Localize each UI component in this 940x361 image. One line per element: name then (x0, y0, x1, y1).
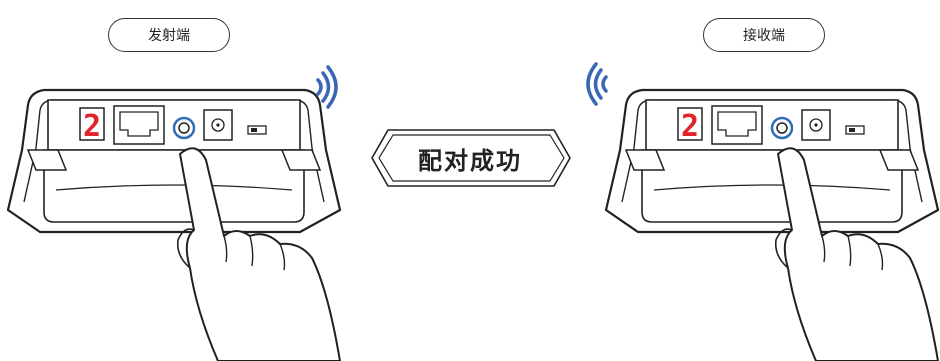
receiver-digit: 2 (681, 109, 699, 144)
transmitter-device (6, 88, 342, 361)
transmitter-digit: 2 (83, 109, 101, 144)
pairing-success-text: 配对成功 (418, 146, 522, 175)
transmit-signal-icon (316, 65, 338, 109)
pairing-success-banner (371, 129, 571, 187)
receiver-device (604, 88, 940, 361)
transmitter-label: 发射端 (108, 18, 230, 52)
receive-signal-icon (586, 62, 608, 106)
receiver-label: 接收端 (703, 18, 825, 52)
